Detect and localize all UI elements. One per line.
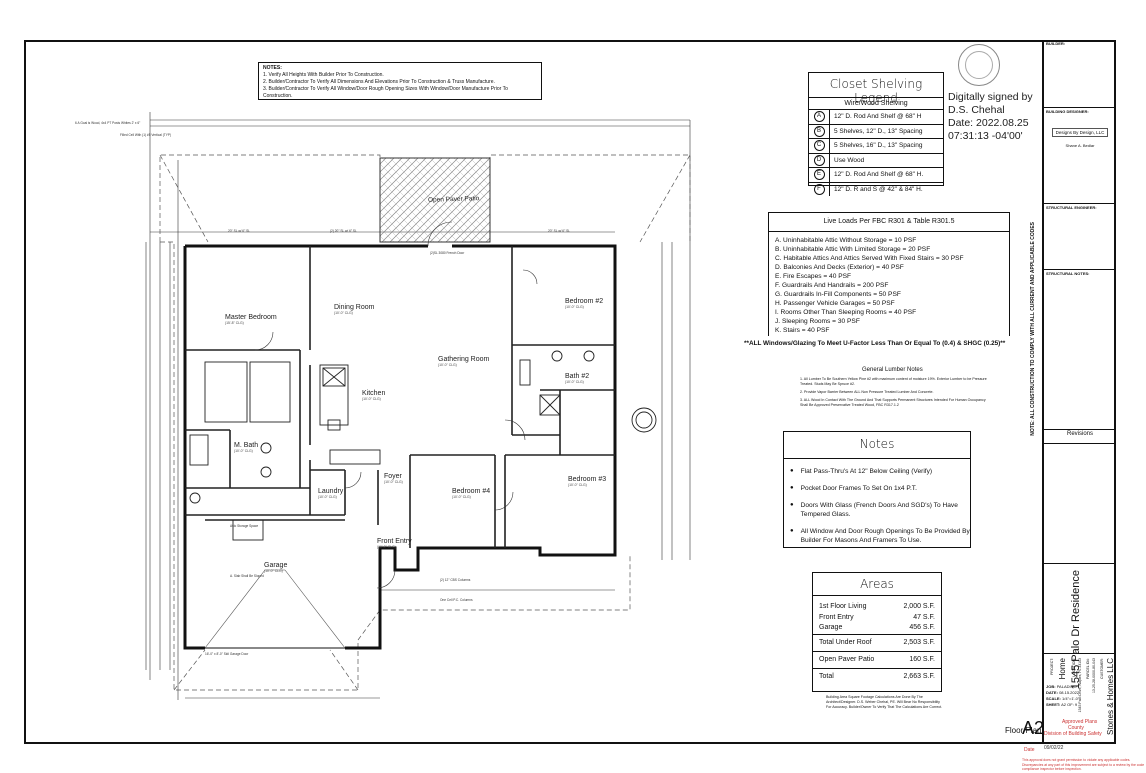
builder-cell: BUILDER:: [1044, 40, 1116, 108]
live-load-item: I. Rooms Other Than Sleeping Rooms = 40 …: [775, 309, 917, 316]
lumber-notes: 1. All Lumber To Be Southern Yellow Pine…: [800, 377, 987, 407]
general-note-item: 1. Verify All Heights With Builder Prior…: [263, 72, 384, 78]
live-load-item: J. Sleeping Rooms = 30 PSF: [775, 318, 860, 325]
room-kitchen: Kitchen(10'-0" CLG): [362, 390, 386, 401]
drawing-sheet-border: [24, 40, 1116, 744]
beam-note: Filled Cell With (1) #5 Vertical (TYP): [120, 133, 172, 137]
job-info: JOB: PALADINO DATE: 08.15.2022 SCALE: 1/…: [1046, 684, 1080, 707]
glazing-note: **ALL Windows/Glazing To Meet U-Factor L…: [744, 340, 1006, 347]
closet-legend-title: Closet Shelving Legend: [809, 73, 943, 105]
revisions-cell: Revisions: [1044, 430, 1116, 444]
notes-box: Notes Flat Pass-Thru's At 12" Below Ceil…: [783, 431, 971, 548]
room-bedroom-4: Bedroom #4(10'-0" CLG): [452, 488, 491, 499]
live-load-item: D. Balconies And Decks (Exterior) = 40 P…: [775, 264, 904, 271]
garage-note: Attic Storage Space: [230, 524, 259, 528]
approval-fine-print: This approval does not grant permission …: [1022, 758, 1145, 772]
notes-title: Notes: [784, 432, 970, 459]
live-load-item: F. Guardrails And Handrails = 200 PSF: [775, 282, 889, 289]
note-item: Flat Pass-Thru's At 12" Below Ceiling (V…: [790, 467, 970, 476]
general-notes-title: NOTES:: [263, 65, 282, 71]
room-front-entry: Front Entry(10'-0" CLG): [377, 538, 412, 549]
general-notes-box: NOTES: 1. Verify All Heights With Builde…: [258, 62, 542, 100]
note-item: Doors With Glass (French Doors And SGD's…: [790, 501, 970, 519]
sheet-label: Floor Plan: [1005, 726, 1042, 735]
general-note-item: 2. Builder/Contractor To Verify All Dime…: [263, 79, 495, 85]
column-note: (2) 12" CBS Columns: [440, 578, 471, 582]
live-loads-title: Live Loads Per FBC R301 & Table R301.5: [769, 213, 1009, 232]
live-load-item: G. Guardrails In-Fill Components = 50 PS…: [775, 291, 901, 298]
areas-title: Areas: [813, 573, 941, 596]
lumber-notes-title: General Lumber Notes: [862, 367, 923, 373]
engineer-seal-icon: [958, 44, 1000, 86]
room-foyer: Foyer(10'-0" CLG): [384, 473, 403, 484]
sheet-number: A2: [1022, 718, 1045, 738]
live-load-item: A. Uninhabitable Attic Without Storage =…: [775, 237, 917, 244]
building-designer-cell: BUILDING DESIGNER: Designs By Design, LL…: [1044, 108, 1116, 204]
structural-notes-cell: STRUCTURAL NOTES:: [1044, 270, 1116, 430]
room-m-bath: M. Bath(10'-0" CLG): [234, 442, 259, 453]
live-load-item: E. Fire Escapes = 40 PSF: [775, 273, 852, 280]
live-load-item: B. Uninhabitable Attic With Limited Stor…: [775, 246, 931, 253]
closet-legend-header: Wire/Wood Shelving: [809, 98, 943, 110]
structural-engineer-cell: STRUCTURAL ENGINEER:: [1044, 204, 1116, 270]
project-info-cell: PROJECT: Home LOCATION: 1545 Palo Drive,…: [1044, 654, 1116, 744]
project-name-cell: 1545 Palo Dr Residence: [1044, 564, 1116, 689]
door-note: (2)SL 3080 French Door: [430, 251, 465, 255]
general-note-item: 3. Builder/Contractor To Verify All Wind…: [263, 86, 508, 99]
window-note-3: 20" SL w/ 6" SL: [548, 229, 570, 233]
digital-signature: Digitally signed by D.S. Chehal Date: 20…: [948, 91, 1033, 142]
live-load-item: K. Stairs = 40 PSF: [775, 327, 830, 334]
areas-footnote: Building Area Square Footage Calculation…: [826, 695, 943, 709]
window-note-1: 20" SL w/ 6" SL: [228, 229, 250, 233]
header-dimension-note: 6 A Goal is Wood, 4x4 PT Posts Whites 2'…: [75, 121, 141, 125]
room-gathering-room: Gathering Room(10'-0" CLG): [438, 356, 490, 367]
room-dining-room: Dining Room(10'-0" CLG): [334, 304, 375, 315]
title-block: BUILDER: BUILDING DESIGNER: Designs By D…: [1042, 40, 1116, 744]
window-note-2: (2) 20" SL w/ 6" SL: [330, 229, 357, 233]
column-note-2: One Cell P.C. Columns: [440, 598, 473, 602]
garage-door-note: 16'-0" x 8'-0" Sidi Garage Door: [205, 652, 249, 656]
room-laundry: Laundry(10'-0" CLG): [318, 488, 344, 499]
approval-stamp: Approved Plans County Division of Buildi…: [1024, 719, 1102, 753]
live-load-item: C. Habitable Attics And Attics Served Wi…: [775, 255, 964, 262]
room-garage: Garage(10'-0" CLG): [264, 562, 288, 573]
live-load-item: H. Passenger Vehicle Garages = 50 PSF: [775, 300, 895, 307]
garage-notes-list: A. Slab Shall Be Sloped: [230, 574, 264, 578]
live-loads-table: Live Loads Per FBC R301 & Table R301.5 A…: [768, 212, 1010, 336]
room-bedroom-3: Bedroom #3(10'-0" CLG): [568, 476, 607, 487]
revisions-area: [1044, 444, 1116, 564]
room-bath-2: Bath #2(10'-0" CLG): [565, 373, 590, 384]
note-item: All Window And Door Rough Openings To Be…: [790, 527, 970, 545]
note-item: Pocket Door Frames To Set On 1x4 P.T.: [790, 484, 970, 493]
closet-shelving-legend: Closet Shelving Legend Wire/Wood Shelvin…: [808, 72, 944, 196]
room-bedroom-2: Bedroom #2(10'-0" CLG): [565, 298, 604, 309]
room-master-bedroom: Master Bedroom(15'-8" CLG): [225, 314, 277, 325]
code-compliance-note: NOTE: ALL CONSTRUCTION TO COMPLY WITH AL…: [1030, 222, 1036, 436]
